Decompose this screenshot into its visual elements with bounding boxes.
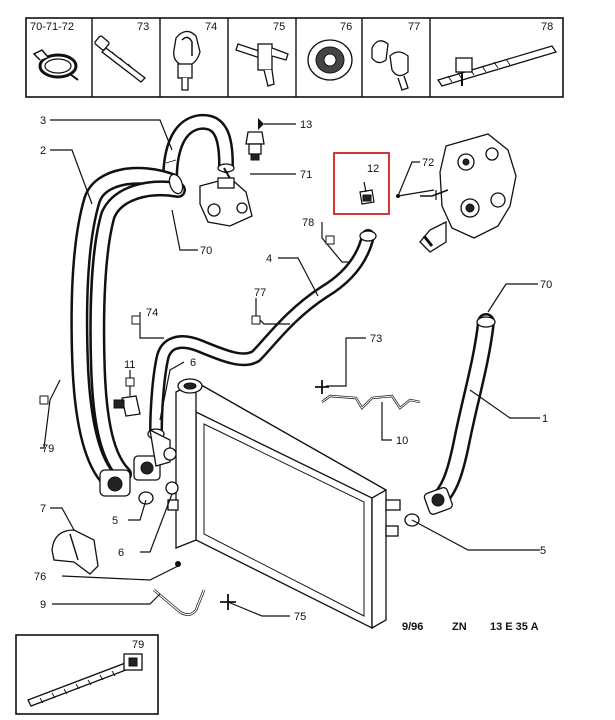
callout-labels: 3 2 13 71 70 12 72 78 4 77 74 70 73 11 6… [34, 115, 552, 623]
reference-part-code: 13 E 35 A [490, 621, 539, 633]
callout-13: 13 [300, 119, 312, 131]
part-13-plug [245, 131, 265, 161]
legend-box-79: 79 [15, 634, 159, 715]
callout-74: 74 [146, 307, 158, 319]
callout-7: 7 [40, 503, 46, 515]
engine-outlet-housing [419, 133, 517, 253]
callout-70-top: 70 [200, 245, 212, 257]
callout-6-lower: 6 [118, 547, 124, 559]
hose-clamp-icon [32, 49, 79, 81]
cable-tie-mount-icon [436, 45, 558, 87]
callout-6-upper: 6 [190, 357, 196, 369]
legend-code-79: 79 [132, 639, 144, 651]
hose-1 [423, 313, 496, 515]
callout-1: 1 [542, 413, 548, 425]
callout-9: 9 [40, 599, 46, 611]
legend-code-75: 75 [273, 21, 285, 33]
reference-code: 9/96 ZN 13 E 35 A [402, 621, 539, 633]
legend-code-70-71-72: 70-71-72 [30, 21, 74, 33]
leader-lines [39, 118, 540, 617]
hose-3 [162, 113, 235, 188]
hose-holder-clip-icon [173, 30, 201, 91]
hose-2 [70, 166, 186, 491]
part-10-wire [321, 394, 421, 410]
double-clip-icon [371, 40, 409, 91]
callout-76: 76 [34, 571, 46, 583]
legend-code-77: 77 [408, 21, 420, 33]
callout-75: 75 [294, 611, 306, 623]
callout-11: 11 [124, 359, 135, 371]
callout-5-left: 5 [112, 515, 118, 527]
callout-12: 12 [367, 163, 379, 175]
thermostat-housing-71 [199, 167, 253, 227]
reference-date: 9/96 [402, 621, 423, 633]
callout-70-right: 70 [540, 279, 552, 291]
grommet-icon [307, 39, 353, 81]
callout-78: 78 [302, 217, 314, 229]
callout-5-right: 5 [540, 545, 546, 557]
reference-model: ZN [452, 621, 467, 633]
screw-clip-icon [235, 43, 289, 87]
callout-77: 77 [254, 287, 266, 299]
part-7-clip [51, 529, 99, 575]
callout-73: 73 [370, 333, 382, 345]
highlight-box-part-12 [333, 152, 390, 215]
callout-4: 4 [266, 253, 272, 265]
radiator [167, 378, 401, 630]
push-pin-clip-icon [94, 35, 146, 83]
legend-code-78: 78 [541, 21, 553, 33]
part-11-sensor [113, 395, 141, 417]
lower-hose-connectors [99, 428, 179, 505]
callout-71: 71 [300, 169, 312, 181]
cable-tie-icon [27, 653, 143, 707]
callout-2: 2 [40, 145, 46, 157]
callout-72: 72 [422, 157, 434, 169]
callout-79-left: 79 [42, 443, 54, 455]
callout-3: 3 [40, 115, 46, 127]
legend-strip: 70-71-72 73 74 75 76 77 78 [25, 17, 564, 98]
callout-10: 10 [396, 435, 408, 447]
part-9-wire [153, 589, 206, 616]
legend-code-76: 76 [340, 21, 352, 33]
legend-code-73: 73 [137, 21, 149, 33]
legend-code-74: 74 [205, 21, 217, 33]
